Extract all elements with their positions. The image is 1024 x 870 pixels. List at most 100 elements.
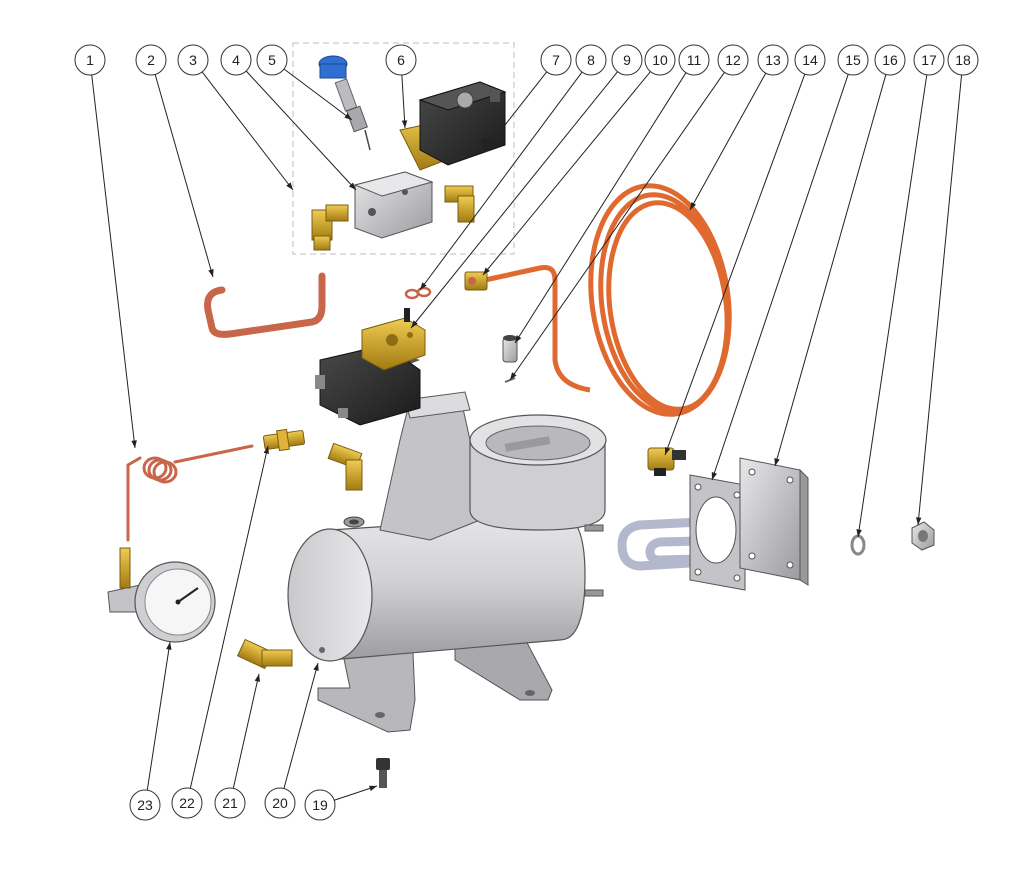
callout-number-12: 12 bbox=[725, 52, 741, 68]
leader-line-6 bbox=[401, 74, 406, 129]
leader-line-18 bbox=[917, 74, 963, 526]
callout-7: 7 bbox=[486, 44, 572, 149]
callout-bubble-18 bbox=[947, 44, 979, 76]
callout-bubble-5 bbox=[256, 44, 288, 76]
callout-bubble-23 bbox=[129, 789, 161, 821]
callout-5: 5 bbox=[256, 44, 353, 121]
brass-elbow-bottom bbox=[236, 638, 293, 670]
heater-flange-plate bbox=[739, 457, 809, 586]
brass-valve-plate bbox=[315, 308, 426, 426]
leader-arrow-10 bbox=[483, 267, 490, 275]
leader-arrow-7 bbox=[487, 140, 494, 148]
leader-line-1 bbox=[91, 74, 136, 449]
brass-elbow-left bbox=[311, 204, 349, 251]
leader-arrow-12 bbox=[510, 372, 517, 380]
leader-line-23 bbox=[146, 641, 171, 791]
leader-line-2 bbox=[154, 74, 214, 278]
leader-arrow-13 bbox=[690, 202, 697, 210]
callout-21: 21 bbox=[214, 673, 261, 819]
leader-arrow-21 bbox=[254, 674, 261, 682]
callout-number-6: 6 bbox=[397, 52, 405, 68]
flange-gasket bbox=[689, 474, 746, 591]
callout-number-5: 5 bbox=[268, 52, 276, 68]
leader-line-16 bbox=[774, 74, 887, 467]
callout-number-23: 23 bbox=[137, 797, 153, 813]
callout-number-8: 8 bbox=[587, 52, 595, 68]
leader-arrow-9 bbox=[411, 320, 418, 328]
callout-20: 20 bbox=[264, 662, 319, 819]
callout-22: 22 bbox=[171, 445, 270, 819]
leader-arrow-23 bbox=[166, 642, 172, 650]
callout-1: 1 bbox=[74, 44, 137, 449]
callout-3: 3 bbox=[177, 44, 294, 191]
callout-4: 4 bbox=[220, 44, 357, 191]
callout-6: 6 bbox=[385, 44, 417, 129]
callout-11: 11 bbox=[514, 44, 710, 344]
leader-arrow-19 bbox=[369, 785, 377, 791]
callout-bubble-9 bbox=[611, 44, 643, 76]
callout-10: 10 bbox=[482, 44, 676, 276]
callout-bubble-12 bbox=[717, 44, 749, 76]
solenoid-valve-top bbox=[399, 81, 507, 171]
leader-arrow-5 bbox=[344, 113, 352, 120]
callout-12: 12 bbox=[509, 44, 749, 381]
hex-nut bbox=[911, 521, 935, 551]
leader-line-20 bbox=[283, 662, 319, 789]
callout-number-11: 11 bbox=[687, 52, 702, 68]
leader-arrow-4 bbox=[348, 182, 356, 190]
callout-number-4: 4 bbox=[232, 52, 240, 68]
boiler-tank bbox=[287, 391, 607, 733]
brass-straight-fitting bbox=[262, 428, 306, 452]
o-rings bbox=[404, 286, 432, 300]
socket-screw bbox=[376, 758, 390, 788]
callout-number-20: 20 bbox=[272, 795, 288, 811]
leader-arrow-8 bbox=[420, 282, 427, 290]
callout-18: 18 bbox=[915, 44, 979, 526]
callout-15: 15 bbox=[711, 44, 869, 481]
callout-number-9: 9 bbox=[623, 52, 631, 68]
callout-bubble-6 bbox=[385, 44, 417, 76]
leader-arrow-17 bbox=[856, 529, 862, 537]
callout-bubble-4 bbox=[220, 44, 252, 76]
leader-line-17 bbox=[857, 74, 928, 538]
subassembly-boundary bbox=[292, 42, 515, 255]
leader-arrow-3 bbox=[286, 182, 293, 190]
leader-arrow-18 bbox=[915, 517, 922, 525]
callout-bubble-10 bbox=[644, 44, 676, 76]
callout-bubble-8 bbox=[575, 44, 607, 76]
callout-number-2: 2 bbox=[147, 52, 155, 68]
leader-arrow-1 bbox=[131, 440, 137, 448]
callout-number-17: 17 bbox=[921, 52, 937, 68]
callout-number-15: 15 bbox=[845, 52, 861, 68]
capillary-coil-tube bbox=[126, 444, 254, 542]
leader-arrow-2 bbox=[208, 269, 214, 277]
leader-line-5 bbox=[283, 68, 353, 121]
pipe-nut bbox=[464, 271, 488, 291]
leader-line-15 bbox=[711, 74, 849, 481]
callout-bubble-7 bbox=[540, 44, 572, 76]
callout-bubble-22 bbox=[171, 787, 203, 819]
callout-bubble-19 bbox=[304, 789, 336, 821]
callout-number-18: 18 bbox=[955, 52, 971, 68]
thermostat bbox=[647, 447, 686, 476]
callout-number-16: 16 bbox=[882, 52, 898, 68]
callout-bubble-20 bbox=[264, 787, 296, 819]
leader-line-13 bbox=[689, 72, 767, 211]
callout-number-7: 7 bbox=[552, 52, 560, 68]
leader-arrow-15 bbox=[711, 472, 717, 480]
leader-line-10 bbox=[482, 71, 651, 276]
callout-17: 17 bbox=[856, 44, 945, 538]
callout-bubble-15 bbox=[837, 44, 869, 76]
callout-bubble-16 bbox=[874, 44, 906, 76]
leader-line-7 bbox=[486, 71, 548, 149]
callout-13: 13 bbox=[689, 44, 789, 211]
callout-number-10: 10 bbox=[652, 52, 668, 68]
brass-elbow-center bbox=[327, 442, 363, 491]
callout-number-13: 13 bbox=[765, 52, 781, 68]
spring-washer bbox=[850, 534, 866, 556]
callout-8: 8 bbox=[419, 44, 607, 291]
leader-line-22 bbox=[189, 445, 269, 789]
callout-bubble-11 bbox=[678, 44, 710, 76]
